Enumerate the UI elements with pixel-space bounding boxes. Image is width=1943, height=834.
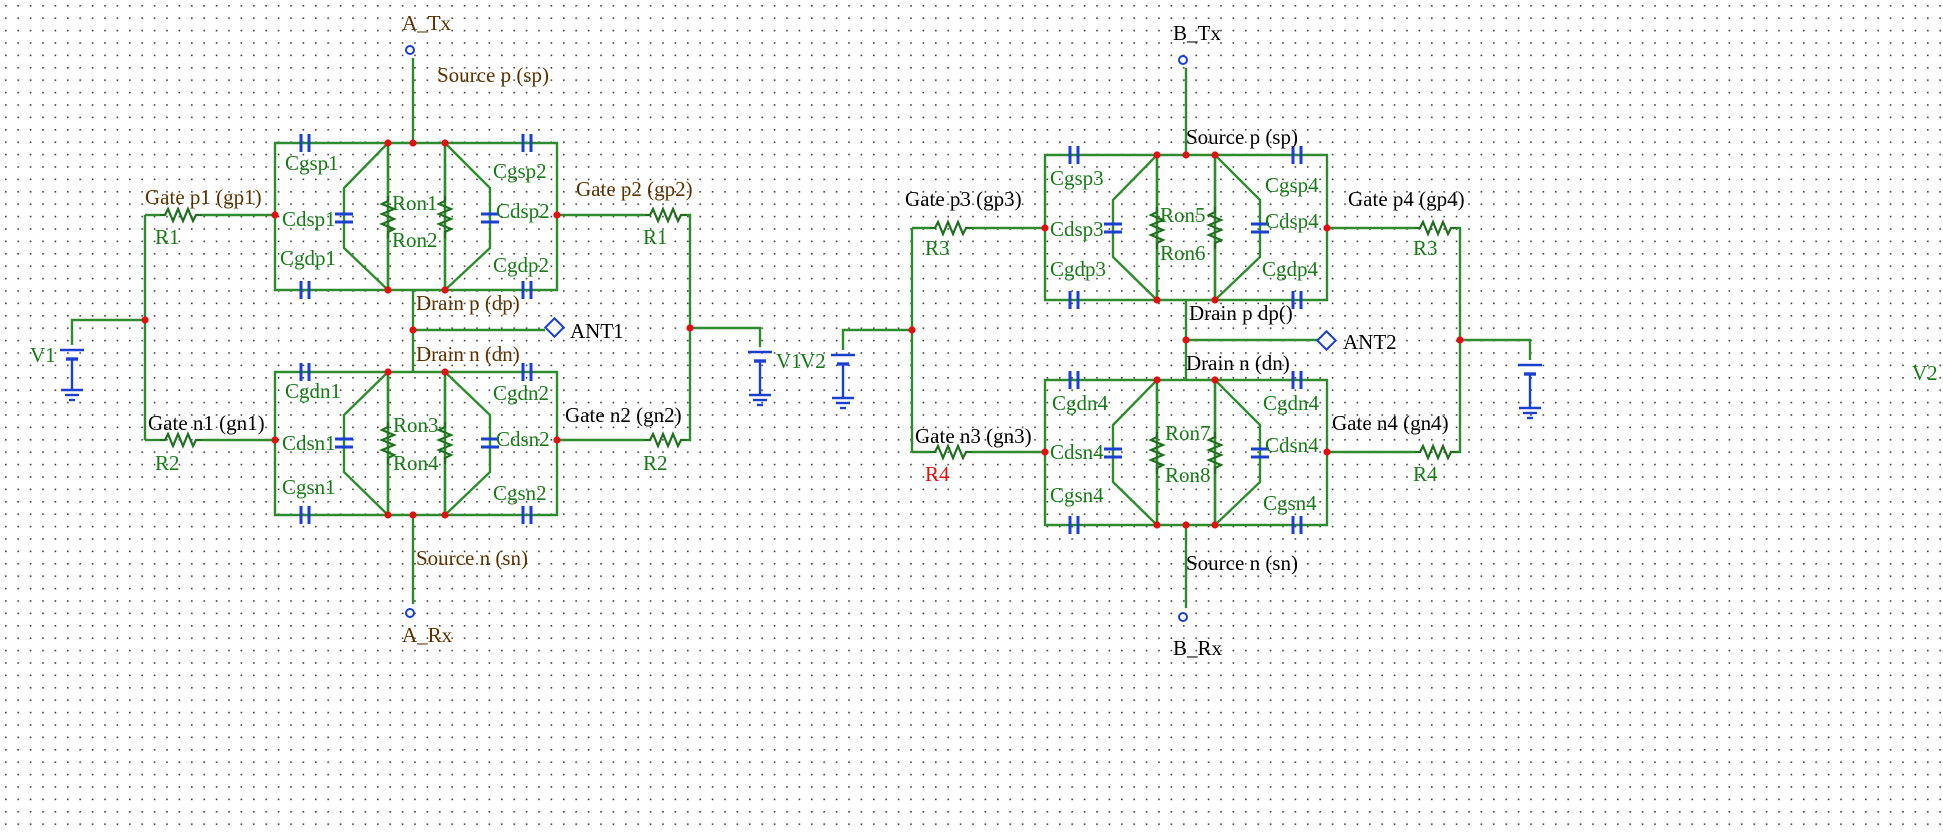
label-drain-p-a: Drain p (dp) [416,291,520,315]
label-r2-right: R2 [643,451,668,475]
label-v2-right: V2 [1912,361,1938,385]
label-source-p-b: Source p (sp) [1186,125,1298,149]
ant2-port[interactable] [1315,329,1338,352]
label-cgdp4: Cgdp4 [1262,257,1319,281]
label-cgsp3: Cgsp3 [1050,166,1104,190]
label-ron3: Ron3 [393,413,439,437]
a-tx-terminal[interactable] [405,45,415,55]
b-tx-terminal[interactable] [1178,55,1188,65]
label-cgsp4: Cgsp4 [1265,173,1319,197]
label-ron5: Ron5 [1160,203,1206,227]
label-cgsn2: Cgsn2 [493,481,547,505]
label-cdsn2: Cdsn2 [496,427,550,451]
label-b-rx: B_Rx [1173,636,1223,660]
label-gate-n1: Gate n1 (gn1) [148,411,265,435]
label-gate-n4: Gate n4 (gn4) [1332,411,1449,435]
a-rx-terminal[interactable] [405,608,415,618]
label-a-tx: A_Tx [402,11,451,35]
label-ron7: Ron7 [1165,421,1211,445]
label-drain-n-a: Drain n (dn) [416,342,520,366]
label-cgdn1: Cgdn1 [285,379,341,403]
label-a-rx: A_Rx [402,623,453,647]
label-ron6: Ron6 [1160,241,1206,265]
label-ron1: Ron1 [392,191,438,215]
label-cgdn4-left: Cgdn4 [1052,391,1109,415]
label-source-n-b: Source n (sn) [1186,551,1298,575]
label-cgdp3: Cgdp3 [1050,257,1106,281]
b-rx-terminal[interactable] [1178,612,1188,622]
label-v1-right: V1 [776,349,802,373]
label-cdsp4: Cdsp4 [1265,209,1319,233]
label-cgsn1: Cgsn1 [282,475,336,499]
label-gate-n2: Gate n2 (gn2) [565,403,682,427]
label-gate-p3: Gate p3 (gp3) [905,187,1022,211]
label-r1-left: R1 [155,225,180,249]
label-cdsp1: Cdsp1 [282,207,336,231]
label-ant1: ANT1 [570,319,624,343]
label-source-n-a: Source n (sn) [416,546,528,570]
label-cgsn4-left: Cgsn4 [1050,483,1104,507]
label-b-tx: B_Tx [1173,21,1221,45]
label-ron4: Ron4 [393,451,439,475]
label-ron8: Ron8 [1165,463,1211,487]
label-cdsp3: Cdsp3 [1050,217,1104,241]
label-source-p-a: Source p (sp) [437,63,549,87]
label-v1-left: V1 [30,343,56,367]
circuit-a [58,45,774,618]
circuit-b [829,55,1544,622]
label-r4-right: R4 [1413,462,1438,486]
label-ant2: ANT2 [1343,330,1397,354]
label-cdsn4-left: Cdsn4 [1050,440,1104,464]
label-cgsn4-right: Cgsn4 [1263,491,1317,515]
label-cgsp1: Cgsp1 [285,151,339,175]
label-v2-left: V2 [800,349,826,373]
label-cgsp2: Cgsp2 [493,159,547,183]
label-r3-left: R3 [925,236,950,260]
label-cdsn1: Cdsn1 [282,431,336,455]
label-drain-n-b: Drain n (dn) [1186,351,1290,375]
label-cdsn4-right: Cdsn4 [1265,433,1319,457]
label-ron2: Ron2 [392,228,438,252]
label-r3-right: R3 [1413,236,1438,260]
label-gate-n3: Gate n3 (gn3) [915,424,1032,448]
label-cgdp1: Cgdp1 [280,246,336,270]
label-cgdn2: Cgdn2 [493,381,549,405]
label-gate-p2: Gate p2 (gp2) [576,177,693,201]
label-r4-left: R4 [925,462,950,486]
label-cgdn4-right: Cgdn4 [1263,391,1320,415]
ant1-port[interactable] [543,316,566,339]
label-drain-p-b: Drain p dp() [1189,301,1293,325]
label-r2-left: R2 [155,451,180,475]
label-cgdp2: Cgdp2 [493,253,549,277]
label-gate-p1: Gate p1 (gp1) [145,185,262,209]
label-gate-p4: Gate p4 (gp4) [1348,187,1465,211]
label-cdsp2: Cdsp2 [496,199,550,223]
label-r1-right: R1 [643,225,668,249]
